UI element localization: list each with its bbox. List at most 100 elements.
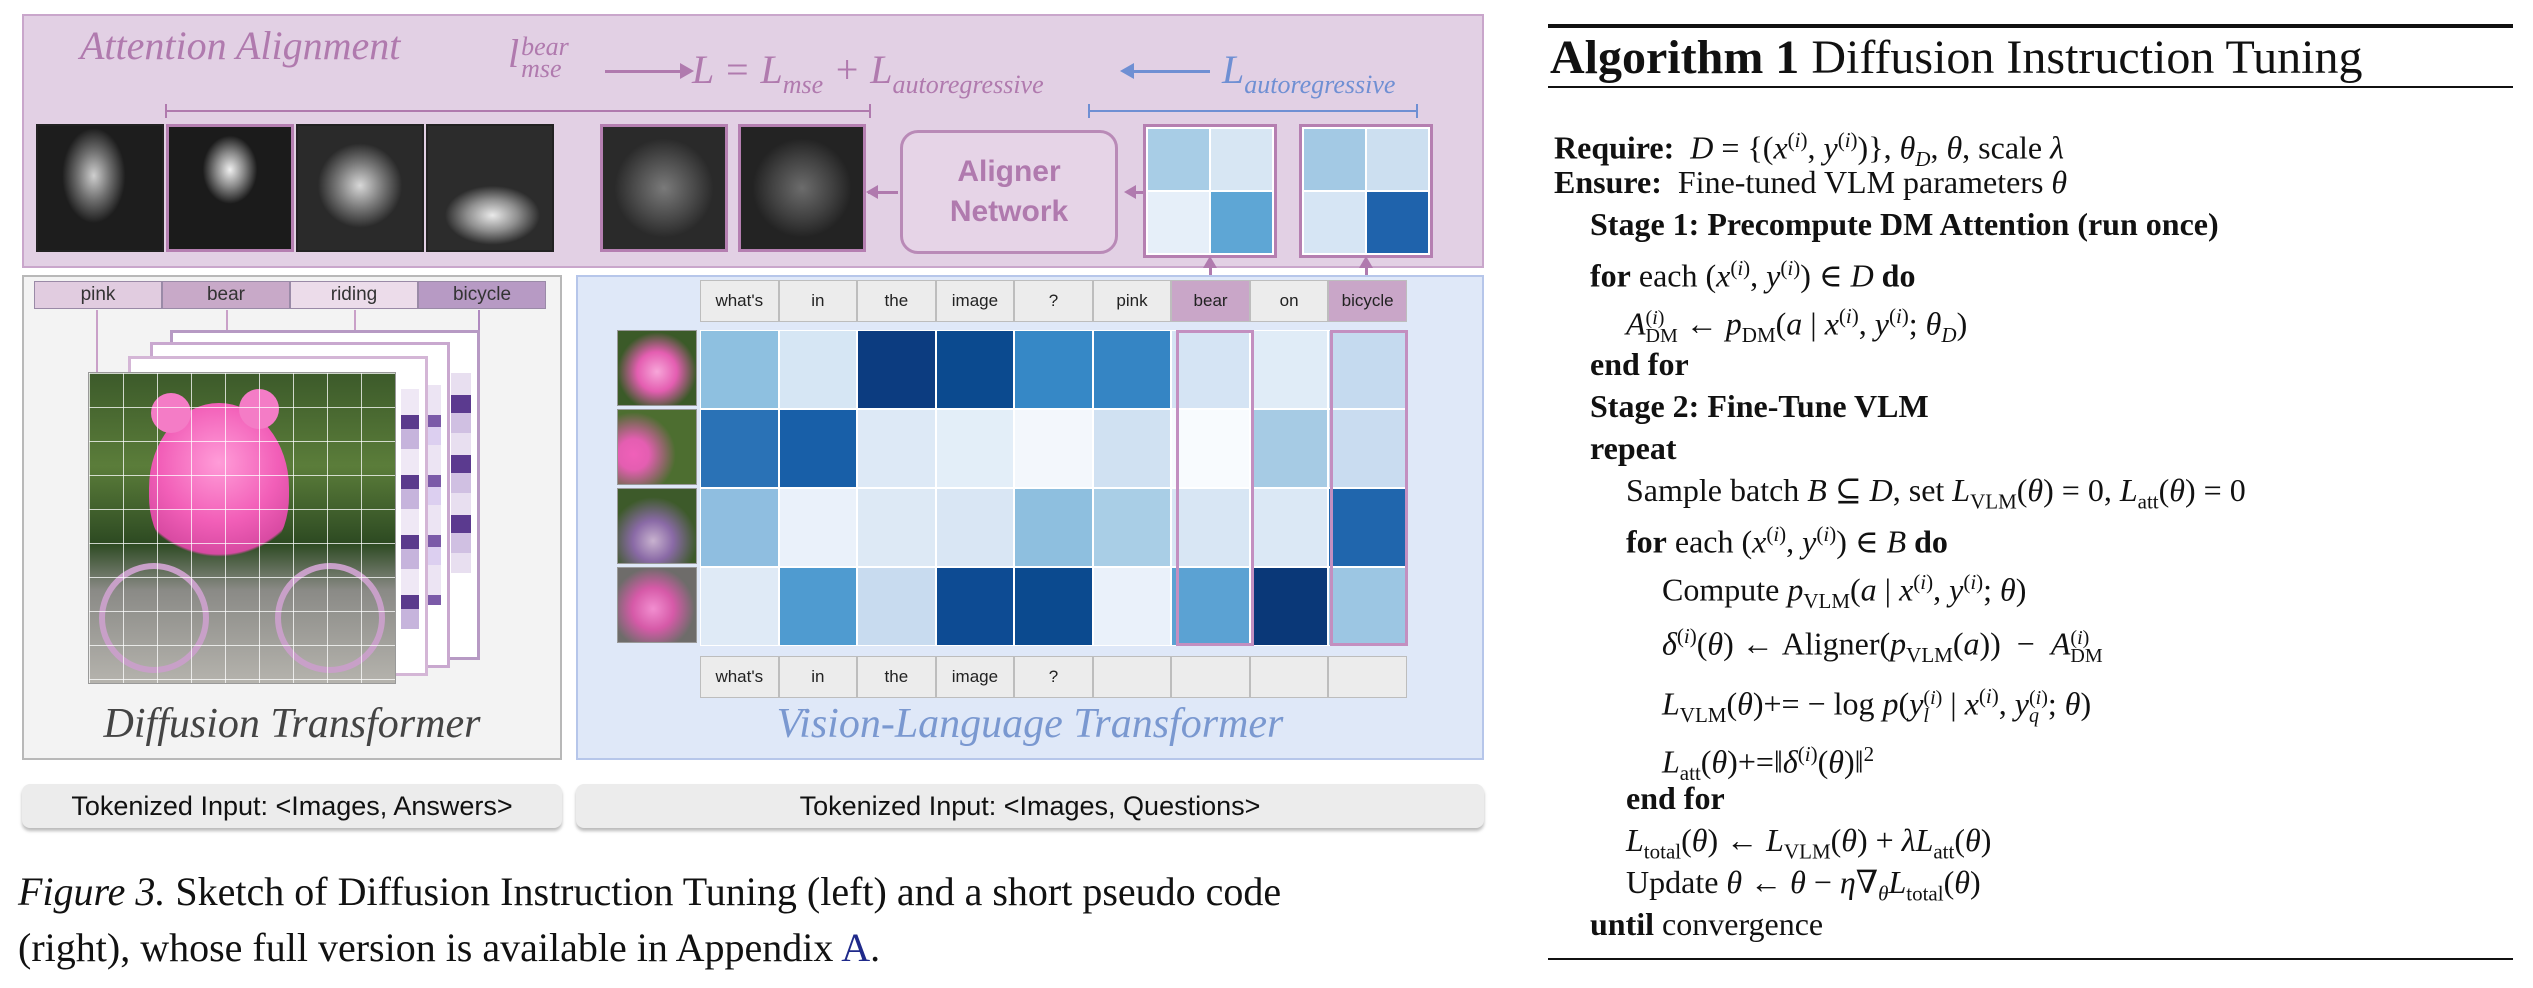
attention-map-aligned-1 — [600, 124, 728, 252]
heatmap-cell — [935, 409, 1015, 488]
heatmap-cell — [935, 567, 1015, 646]
algorithm-mid-rule — [1548, 86, 2513, 88]
heatmap-cell — [778, 567, 858, 646]
heatmap-cell — [1171, 567, 1250, 646]
heatmap-cell — [778, 330, 858, 409]
dt-token: bicycle — [418, 281, 546, 309]
heatmap-cell — [778, 409, 858, 488]
alg-sample: Sample batch B ⊆ D, set LVLM(θ) = 0, Lat… — [1626, 472, 2246, 514]
grid-cell — [1211, 129, 1272, 190]
vlm-token: in — [778, 656, 858, 698]
heatmap-cell — [700, 409, 779, 488]
arrow-left-line — [1130, 70, 1210, 73]
heatmap-cell — [857, 330, 936, 409]
arrow-left-icon — [866, 185, 878, 199]
bracket-tick — [1088, 104, 1090, 118]
dt-token-row: pink bear riding bicycle — [34, 281, 546, 309]
heatmap-cell — [1092, 409, 1172, 488]
vlm-token: in — [778, 280, 858, 322]
heatmap-cell — [778, 488, 858, 567]
attention-map-aligned-2 — [738, 124, 866, 252]
vlm-token: pink — [1092, 280, 1172, 322]
alg-stage2: Stage 2: Fine-Tune VLM — [1590, 388, 1929, 424]
bracket-tick — [1416, 104, 1418, 118]
grid-cell — [1304, 129, 1365, 190]
dt-token: riding — [290, 281, 418, 309]
heatmap-cell — [1328, 330, 1407, 409]
alg-update: Update θ ← θ − η∇θLtotal(θ) — [1626, 864, 1981, 906]
vlm-token: ? — [1014, 280, 1093, 322]
vlm-token: image — [935, 280, 1015, 322]
heatmap-cell — [1014, 488, 1093, 567]
heatmap-cell — [1328, 409, 1407, 488]
tokenized-input-questions: Tokenized Input: <Images, Questions> — [576, 784, 1484, 828]
vlm-image-thumbnails — [617, 330, 697, 646]
vlm-token: bear — [1171, 280, 1250, 322]
arrow-up-icon — [1203, 256, 1217, 268]
heatmap-cell — [1328, 488, 1407, 567]
grid-cell — [1211, 192, 1272, 253]
heatmap-cell — [1249, 330, 1329, 409]
vlm-token — [1328, 656, 1407, 698]
heatmap-cell — [1171, 488, 1250, 567]
heatmap-cell — [700, 567, 779, 646]
alg-lvlm: LVLM(θ)+= − log p(y(i)l | x(i), y(i)q; θ… — [1662, 684, 2092, 728]
heatmap-cell — [857, 488, 936, 567]
heatmap-cell — [935, 330, 1015, 409]
thumbnail-image — [617, 567, 697, 643]
band-title: Attention Alignment — [80, 23, 401, 68]
heatmap-cell — [700, 488, 779, 567]
grid-cell — [1367, 129, 1428, 190]
alg-for-2: for each (x(i), y(i)) ∈ B do — [1626, 522, 1948, 560]
figure-caption: Figure 3. Sketch of Diffusion Instructio… — [18, 864, 1518, 976]
arrow-left-icon — [1120, 63, 1134, 79]
heatmap-cell — [1014, 567, 1093, 646]
alg-for-1: for each (x(i), y(i)) ∈ D do — [1590, 256, 1916, 294]
alg-repeat: repeat — [1590, 430, 1677, 466]
dt-token: pink — [34, 281, 162, 309]
bracket-right — [1088, 110, 1418, 112]
grid-cell — [1304, 192, 1365, 253]
grid-cell — [1367, 192, 1428, 253]
heatmap-cell — [1014, 330, 1093, 409]
algorithm-bottom-rule — [1548, 958, 2513, 960]
bracket-tick — [869, 104, 871, 118]
alg-stage1: Stage 1: Precompute DM Attention (run on… — [1590, 206, 2219, 242]
alg-ensure: Ensure: Fine-tuned VLM parameters θ — [1554, 164, 2068, 200]
attention-grid-bicycle — [1299, 124, 1433, 258]
bracket-tick — [165, 104, 167, 118]
appendix-link[interactable]: A — [841, 925, 871, 970]
highlight-column-bicycle — [1330, 330, 1408, 646]
vlm-token: image — [935, 656, 1015, 698]
vlm-token: the — [857, 280, 936, 322]
arrow-right-icon — [605, 70, 685, 73]
alg-until: until convergence — [1590, 906, 1824, 942]
vlm-token: what's — [700, 280, 779, 322]
alg-latt: Latt(θ)+=‖δ(i)(θ)‖2 — [1662, 742, 1875, 786]
heatmap-cell — [700, 330, 779, 409]
up-arrow-line — [1209, 262, 1212, 286]
algorithm-title: Algorithm 1 Diffusion Instruction Tuning — [1550, 31, 2363, 84]
eq-right: Lautoregressive — [1222, 47, 1396, 99]
heatmap-cell — [1328, 567, 1407, 646]
heatmap-cell — [1092, 488, 1172, 567]
eq-main: L = Lmse + Lautoregressive — [692, 47, 1044, 99]
heatmap-cell — [1249, 409, 1329, 488]
alg-endfor-1: end for — [1590, 346, 1689, 382]
vlm-token — [1249, 656, 1329, 698]
heatmap-cell — [1249, 567, 1329, 646]
vlm-token: the — [857, 656, 936, 698]
alg-delta: δ(i)(θ) ← Aligner(pVLM(a)) − A(i)DM — [1662, 624, 2103, 668]
heatmap-cell — [1014, 409, 1093, 488]
caption-label: Figure 3. — [18, 869, 166, 914]
aligner-arrow-line — [868, 191, 898, 194]
heatmap-cell — [857, 409, 936, 488]
alg-ltotal: Ltotal(θ) ← LVLM(θ) + λLatt(θ) — [1626, 822, 1992, 864]
thumbnail-image — [617, 488, 697, 564]
dt-title: Diffusion Transformer — [103, 701, 481, 747]
heatmap-cell — [1249, 488, 1329, 567]
up-arrow-line — [1365, 262, 1368, 286]
token-link — [96, 310, 98, 372]
